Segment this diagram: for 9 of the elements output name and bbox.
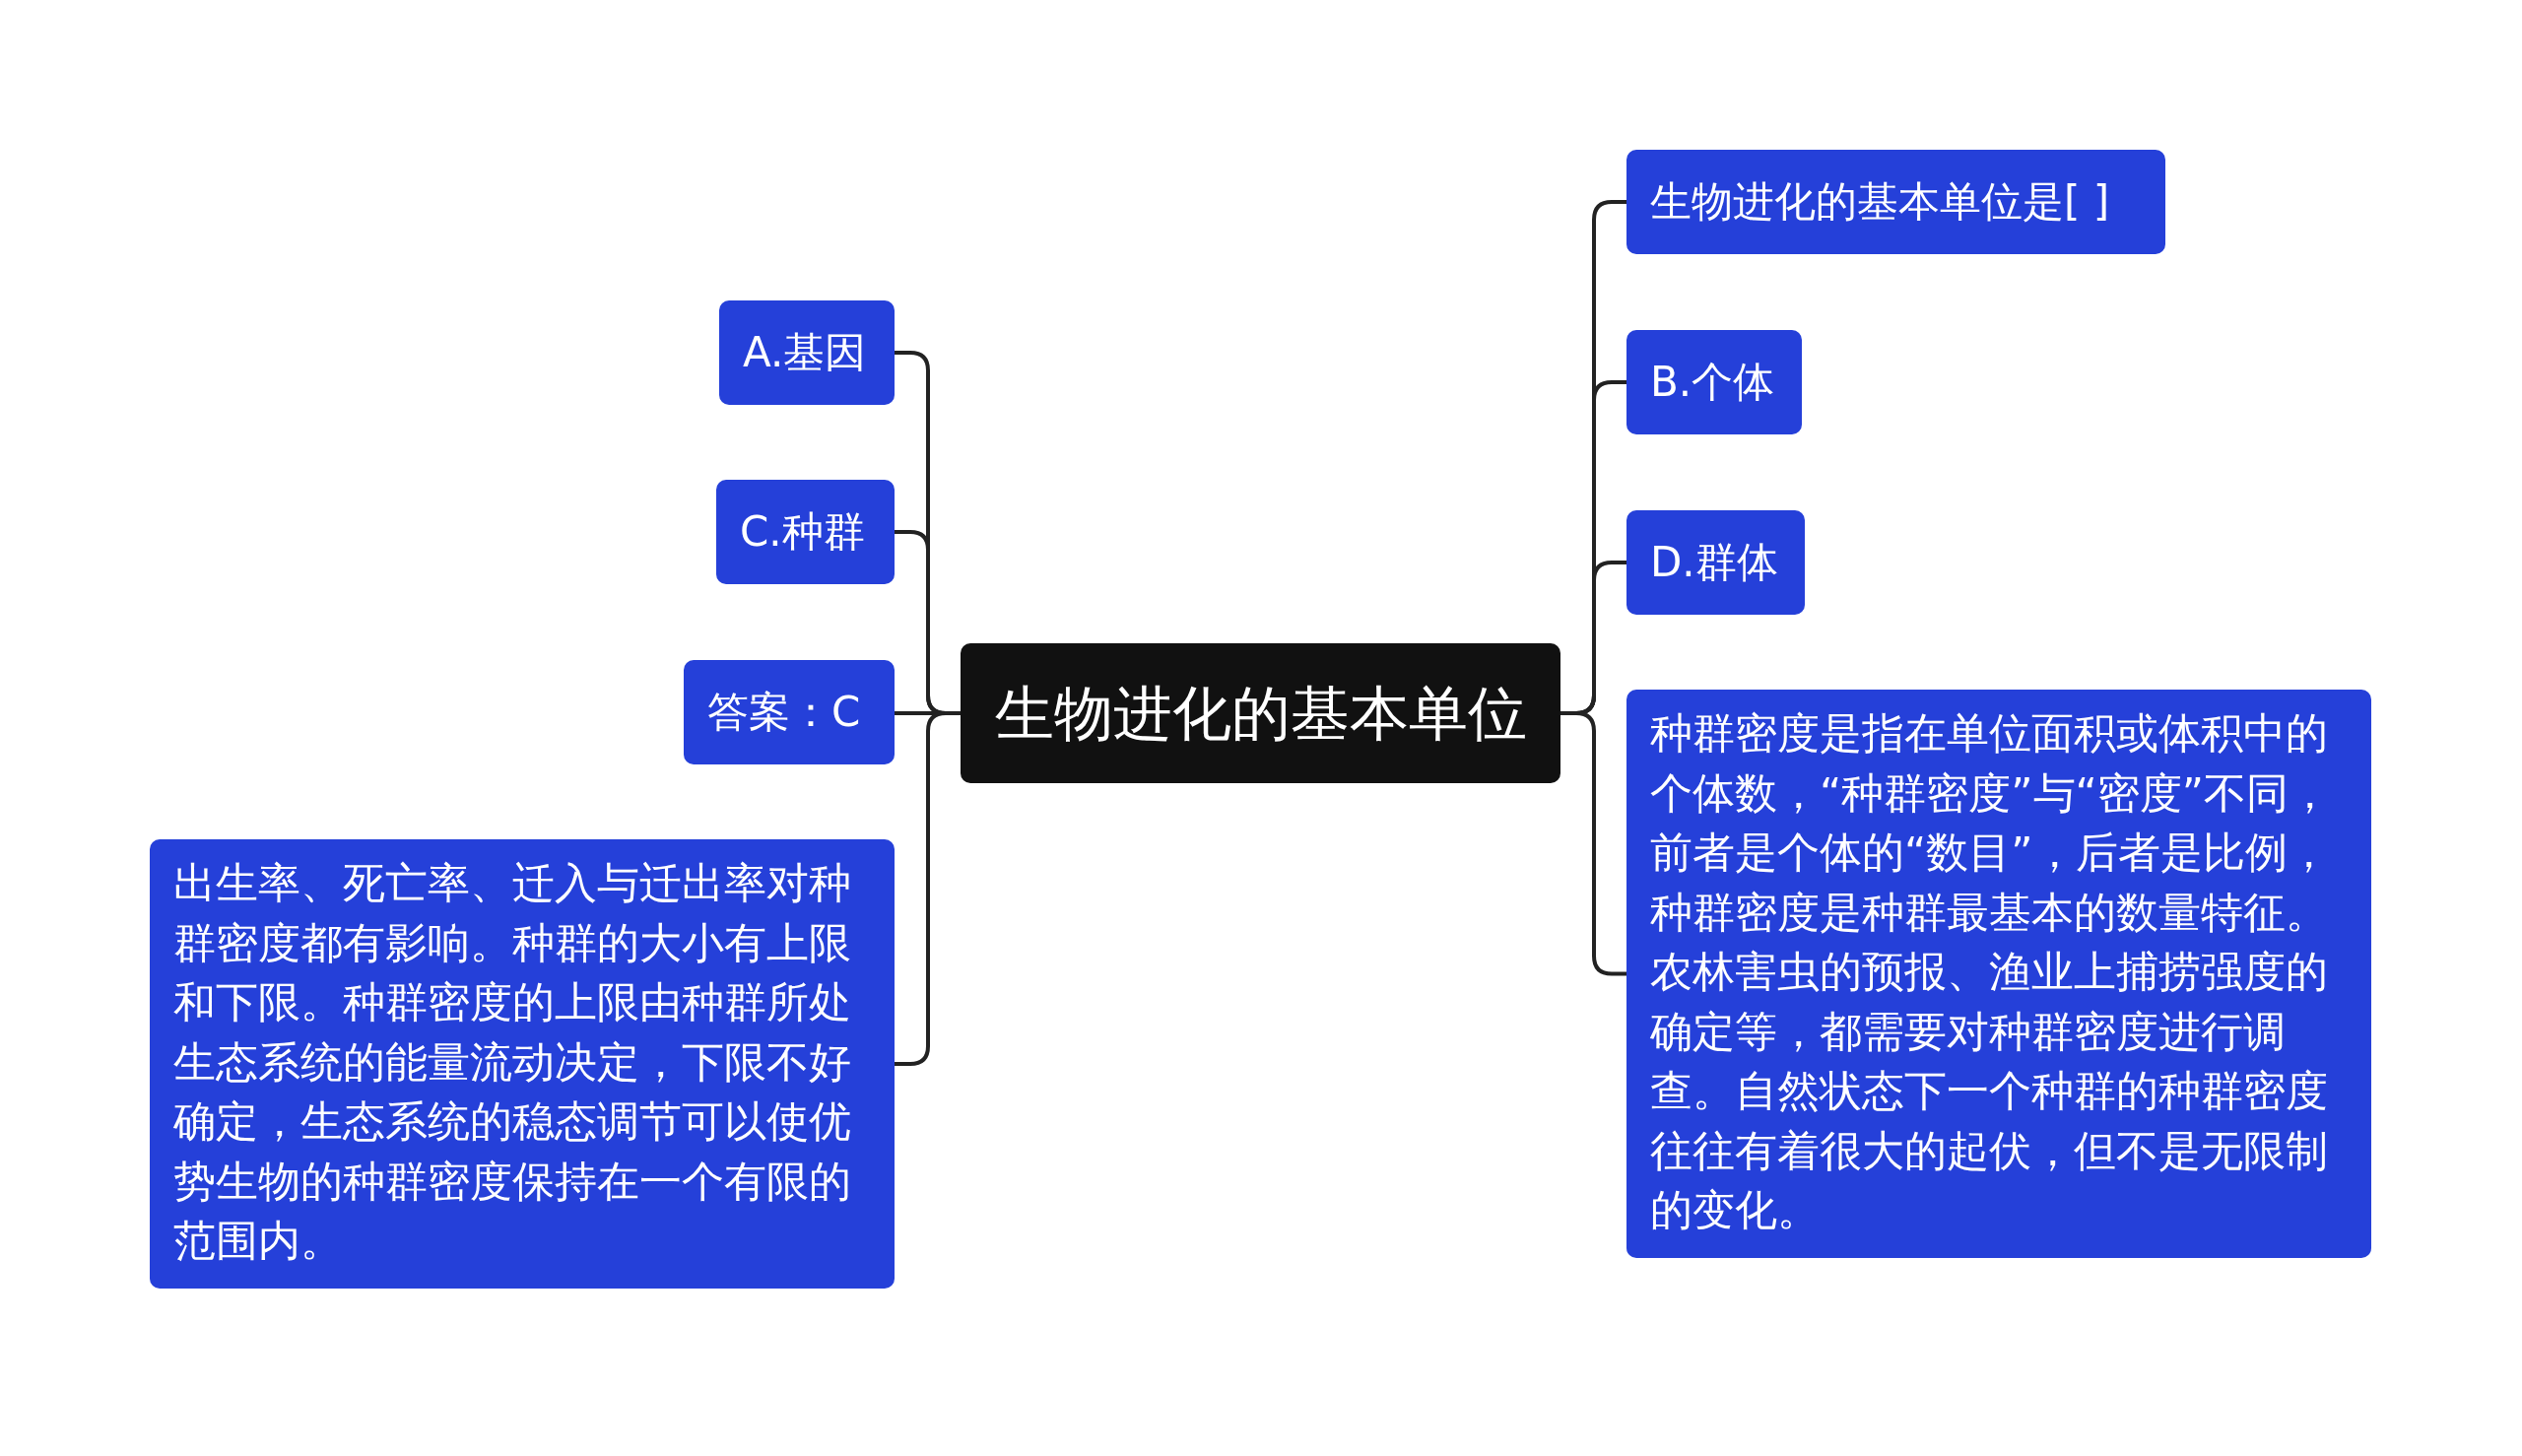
option-box: D.群体 [1626,510,1805,615]
option-box: A.基因 [719,300,895,405]
question-box: 生物进化的基本单位是[ ] [1626,150,2165,254]
option-box: C.种群 [716,480,895,584]
option-box: B.个体 [1626,330,1802,434]
explanation-box: 出生率、死亡率、迁入与迁出率对种群密度都有影响。种群的大小有上限和下限。种群密度的上限由种群所处生态系统的能量流动决定，下限不好确定，生态系统的稳态调节可以使优势生物的种群密度保持在一个有限的范围内。 [150,839,895,1289]
central-topic-box: 生物进化的基本单位 [961,643,1560,783]
explanation-box: 种群密度是指在单位面积或体积中的个体数，“种群密度”与“密度”不同，前者是个体的“数目”，后者是比例，种群密度是种群最基本的数量特征。农林害虫的预报、渔业上捕捞强度的确定等，都需要对种群密度进行调查。自然状态下一个种群的种群密度往往有着很大的起伏，但不是无限制的变化。 [1626,690,2371,1258]
answer-box: 答案：C [684,660,895,764]
